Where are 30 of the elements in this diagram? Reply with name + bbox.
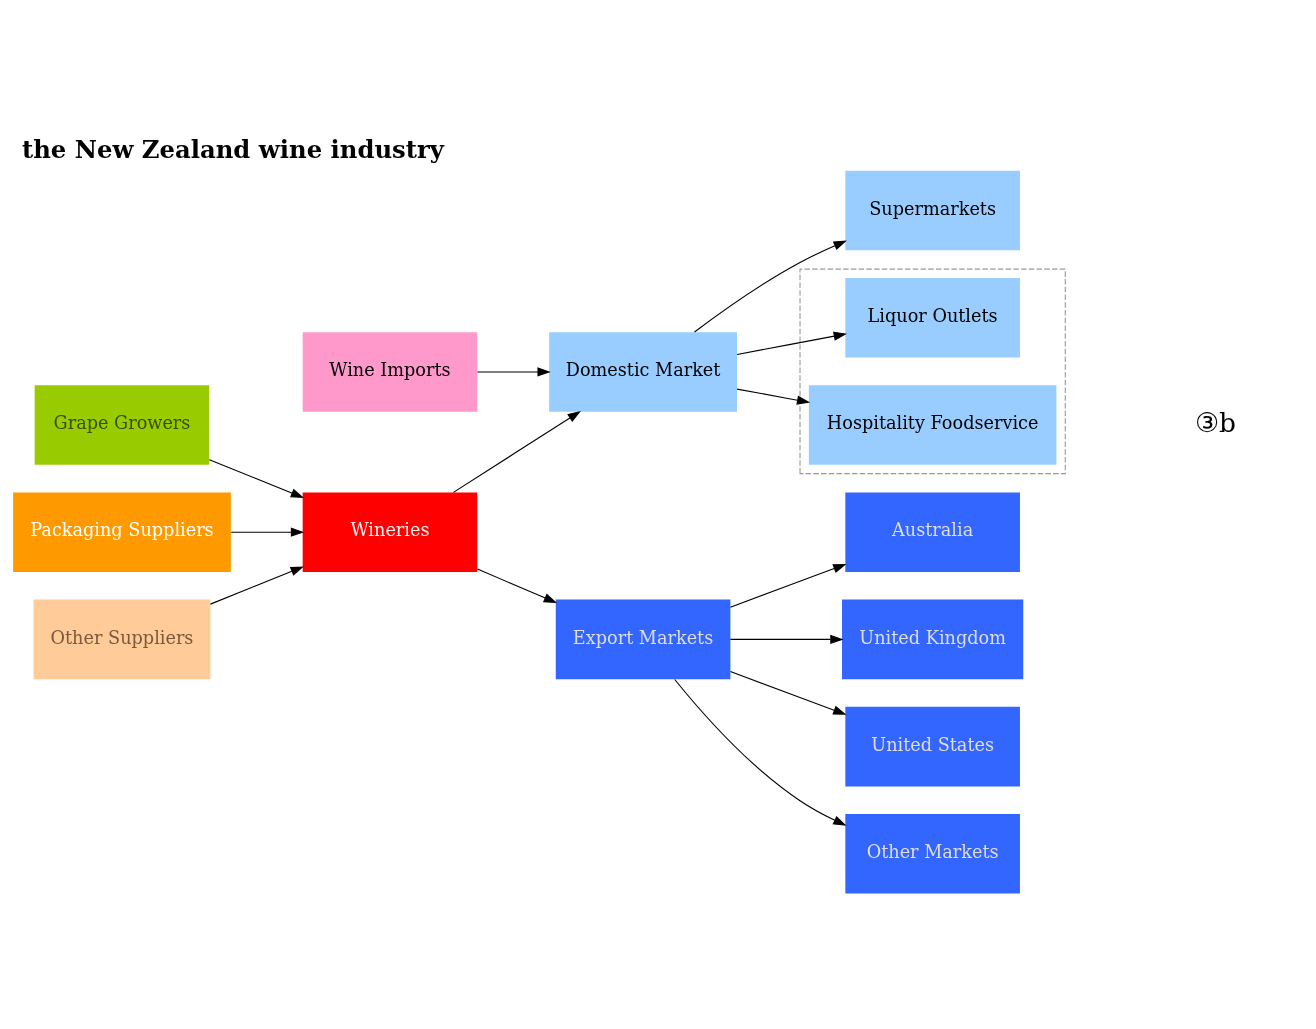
label: ③b (1195, 406, 1237, 438)
node-box: Hospitality Foodservice (808, 385, 1057, 465)
node-box: United Kingdom (842, 599, 1024, 680)
node-box: Other Markets (845, 814, 1020, 894)
arrow (476, 568, 558, 604)
node-box: Packaging Suppliers (13, 492, 231, 572)
arrow (452, 410, 581, 493)
arrow (729, 563, 847, 608)
cluster (799, 268, 1066, 475)
node-box: Wine Imports (302, 332, 478, 412)
arrow (209, 566, 304, 605)
arrow (208, 459, 305, 498)
node-box: United States (845, 706, 1020, 787)
node-box: Australia (845, 492, 1020, 572)
arrow (736, 331, 847, 355)
arrow (693, 240, 847, 333)
node-box: Wineries (302, 492, 478, 572)
diagram-title: the New Zealand wine industry (21, 135, 444, 165)
arrow (736, 388, 811, 405)
arrow (476, 367, 551, 377)
node-box: Liquor Outlets (845, 278, 1020, 358)
node-box: Other Suppliers (33, 599, 211, 680)
arrow (729, 634, 844, 645)
node-box: Domestic Market (549, 332, 737, 412)
arrow (230, 527, 305, 537)
node-box: Export Markets (555, 599, 731, 680)
arrow (674, 678, 847, 826)
arrow (729, 671, 847, 715)
node-box: Grape Growers (34, 385, 210, 465)
node-box: Supermarkets (845, 170, 1020, 251)
